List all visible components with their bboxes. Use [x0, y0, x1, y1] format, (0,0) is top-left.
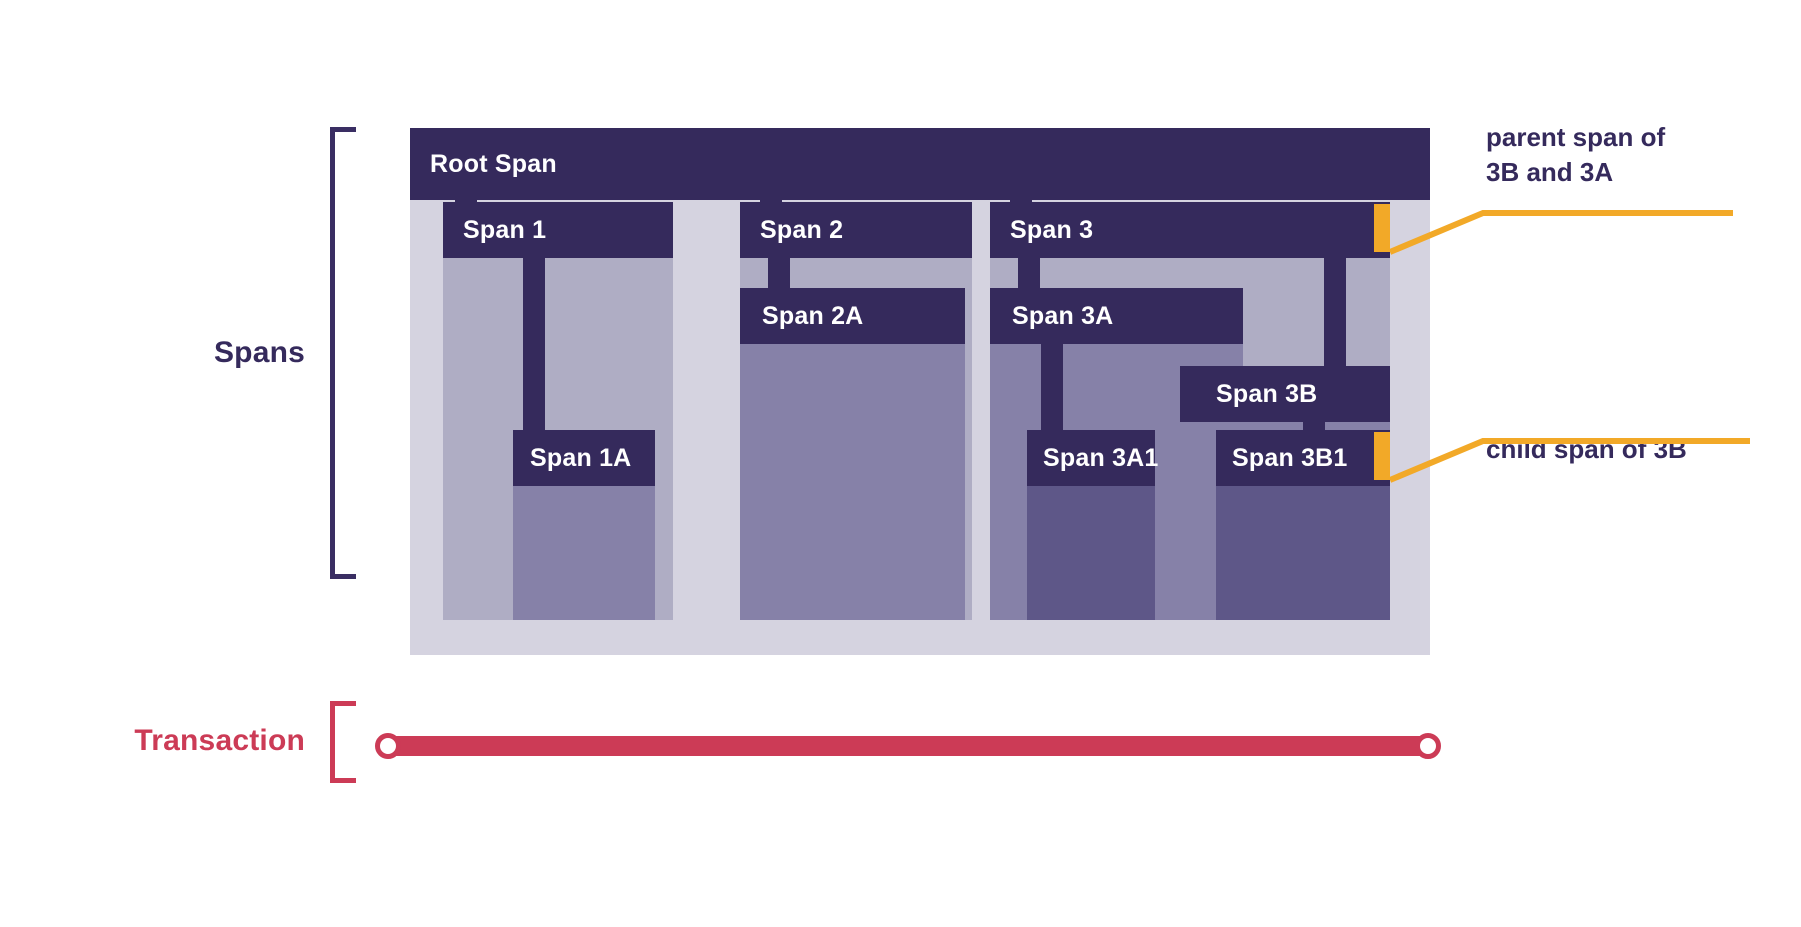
span-span3a1-header[interactable]: Span 3A1	[1027, 430, 1158, 486]
spans-axis-label: Spans	[213, 336, 305, 369]
stem-span3a-to-span3a1	[1041, 330, 1063, 430]
span-span2a-header[interactable]: Span 2A	[740, 288, 965, 344]
span-span3-header[interactable]: Span 3	[990, 202, 1390, 258]
stem-span3-to-span3b	[1324, 250, 1346, 376]
span-root-header[interactable]: Root Span	[410, 128, 1430, 200]
span-span1a[interactable]: Span 1A	[513, 430, 655, 620]
parent-span-highlight	[1374, 204, 1390, 252]
parent-span-annotation-text: parent span of 3B and 3A	[1486, 122, 1666, 187]
span-span3a1[interactable]: Span 3A1	[1027, 430, 1158, 620]
span-span3b1-header[interactable]: Span 3B1	[1216, 430, 1390, 486]
span-span2a[interactable]: Span 2A	[740, 288, 965, 620]
transaction-duration-bar[interactable]	[388, 736, 1428, 756]
span-span3b1[interactable]: Span 3B1	[1216, 430, 1390, 620]
parent-annotation-leader	[1388, 210, 1733, 255]
transaction-bracket	[330, 701, 356, 783]
span-span3a-header[interactable]: Span 3A	[990, 288, 1243, 344]
transaction-start-marker[interactable]	[375, 733, 401, 759]
spans-bracket	[330, 127, 356, 579]
span-span1-header[interactable]: Span 1	[443, 202, 673, 258]
span-span2-header[interactable]: Span 2	[740, 202, 972, 258]
span-span1a-header[interactable]: Span 1A	[513, 430, 655, 486]
stem-span1-to-span1a	[523, 250, 545, 436]
span-span3a1-body	[1027, 486, 1155, 620]
transaction-axis-label: Transaction	[134, 724, 305, 757]
span-span3b1-body	[1216, 486, 1390, 620]
span-span1a-body	[513, 486, 655, 620]
child-span-highlight	[1374, 432, 1390, 480]
transaction-end-marker[interactable]	[1415, 733, 1441, 759]
child-span-annotation-text: child span of 3B	[1486, 434, 1687, 464]
span-span3b-header[interactable]: Span 3B	[1180, 366, 1390, 422]
span-span2a-body	[740, 344, 965, 620]
